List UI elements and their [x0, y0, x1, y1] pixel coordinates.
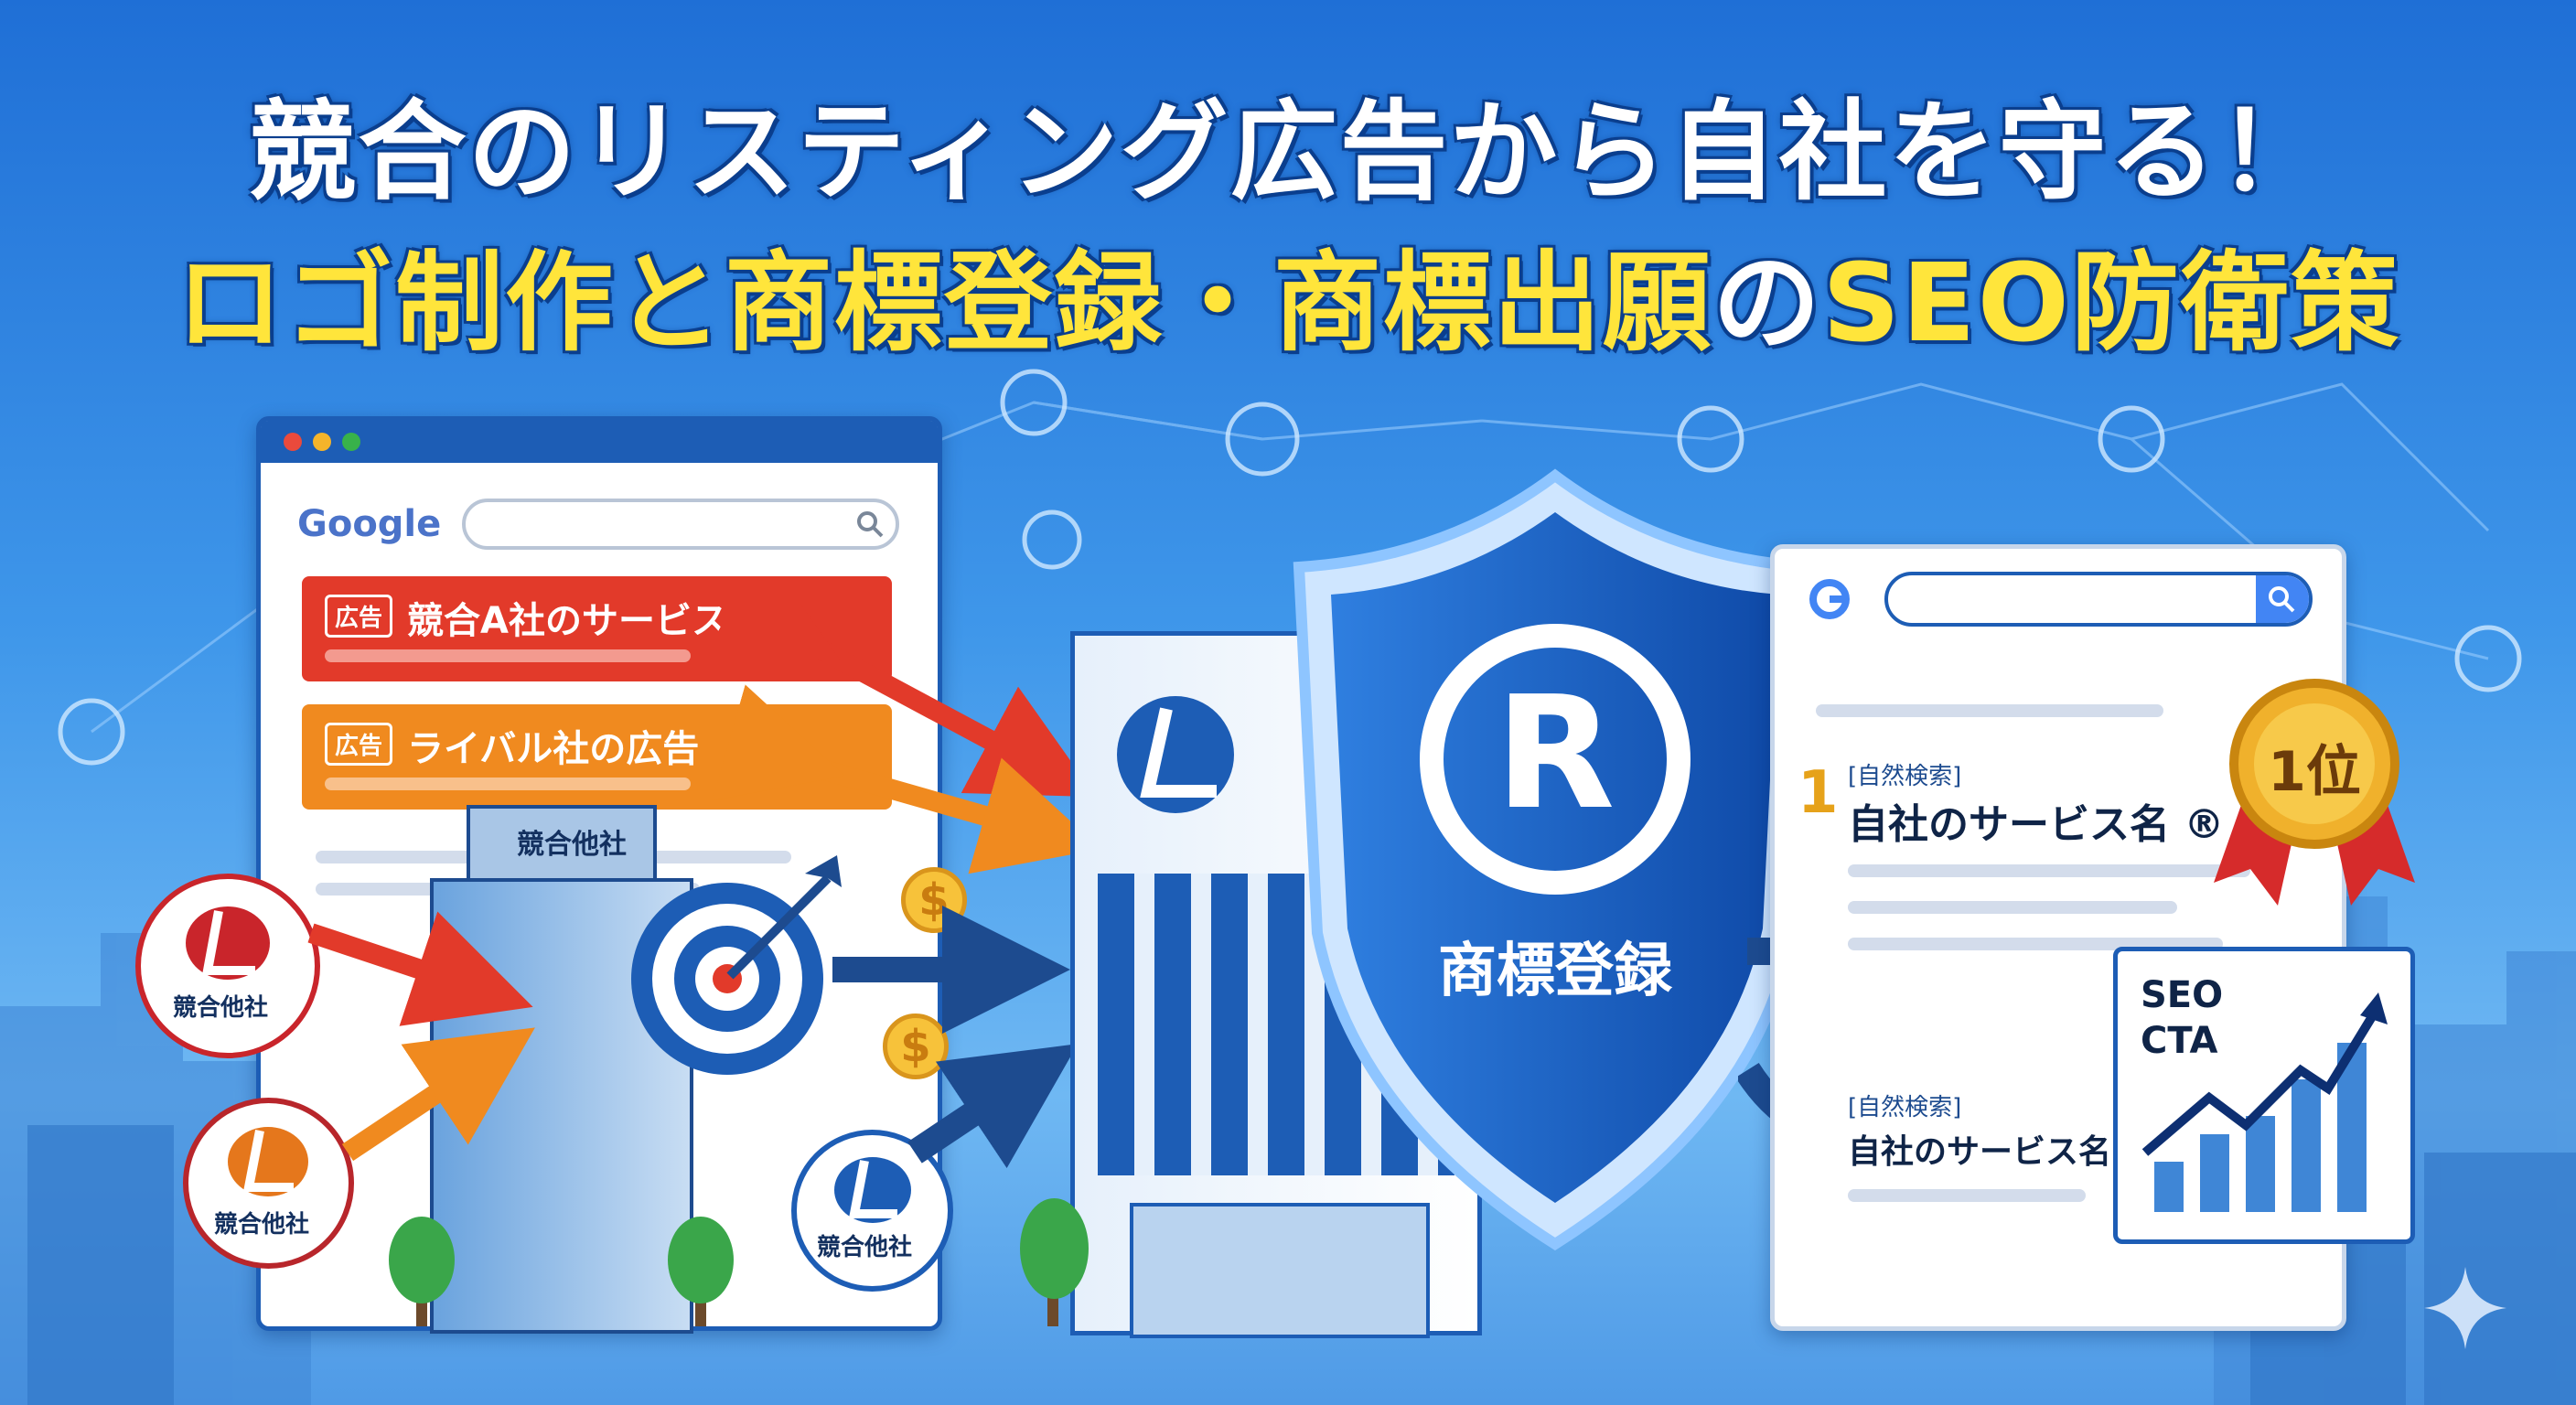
ad-snippet-line [325, 778, 691, 790]
seo-chart-card: SEO CTA [2113, 947, 2415, 1244]
search-button[interactable] [2256, 575, 2309, 623]
window-close-dot [284, 433, 302, 451]
result-line [1848, 864, 2250, 877]
result-title-2[interactable]: 自社のサービス名 [1848, 1133, 2112, 1171]
headline-line2-part1: ロゴ制作と [176, 240, 725, 366]
left-browser-titlebar [261, 421, 938, 463]
sparkle-icon [2424, 1267, 2506, 1349]
competitor-logo-orange: 競合他社 [183, 1098, 354, 1269]
first-place-medal [2214, 679, 2415, 906]
result-line [1848, 1189, 2086, 1202]
competitor-building-label: 競合他社 [517, 829, 627, 861]
trend-chart-icon [2141, 992, 2388, 1212]
search-icon [2269, 586, 2295, 613]
registered-mark-symbol: R [1495, 663, 1615, 844]
headline-line2: ロゴ制作と商標登録・商標出願のSEO防衛策 [0, 215, 2576, 371]
competitor-logo-label: 競合他社 [817, 1234, 913, 1261]
headline-line1: 競合のリスティング広告から自社を守る！ [248, 89, 2328, 215]
google-g-icon [1809, 579, 1850, 619]
building-top [467, 805, 657, 885]
logo-mark-icon [228, 1127, 308, 1196]
right-search-input[interactable] [1884, 572, 2313, 627]
competitor-logo-label: 競合他社 [173, 994, 269, 1022]
ad-tag: 広告 [325, 723, 393, 766]
chart-card-label-seo: SEO [2141, 974, 2224, 1016]
window-maximize-dot [342, 433, 360, 451]
search-icon [857, 511, 884, 538]
ad-title: ライバル社の広告 [407, 728, 700, 770]
logo-mark-icon [186, 906, 270, 980]
result-tag: [自然検索] [1848, 763, 1962, 790]
logo-mark-icon [834, 1157, 911, 1223]
result-line [1816, 704, 2163, 717]
google-logo: Google [297, 503, 442, 545]
headline-line2-part3: の [1712, 240, 1823, 366]
result-line [1848, 901, 2177, 914]
ad-tag: 広告 [325, 595, 393, 638]
trademark-shield [1293, 468, 1818, 1251]
left-search-input[interactable] [462, 499, 899, 550]
ad-snippet-line [325, 649, 691, 662]
result-tag: [自然検索] [1848, 1094, 1962, 1121]
tree-icon [1020, 1198, 1089, 1299]
tree-icon [389, 1217, 455, 1303]
headline-line2-part4: SEO防衛策 [1822, 240, 2400, 366]
medal-label: 1位 [2268, 740, 2361, 804]
building-entrance [1130, 1203, 1430, 1338]
tree-icon [668, 1217, 734, 1303]
flow-arrows-left [307, 604, 1098, 1169]
chart-card-label-cta: CTA [2141, 1020, 2218, 1062]
shield-label: 商標登録 [1438, 938, 1672, 1005]
window-minimize-dot [313, 433, 331, 451]
headline-line2-part2: 商標登録・商標出願 [724, 240, 1713, 366]
result-title-1[interactable]: 自社のサービス名 ® [1848, 801, 2225, 848]
ad-title: 競合A社のサービス [407, 600, 728, 642]
company-logo-icon [1117, 696, 1234, 813]
competitor-logo-red: 競合他社 [135, 874, 320, 1058]
result-rank: 1 [1798, 759, 1839, 827]
competitor-logo-label: 競合他社 [214, 1211, 310, 1239]
